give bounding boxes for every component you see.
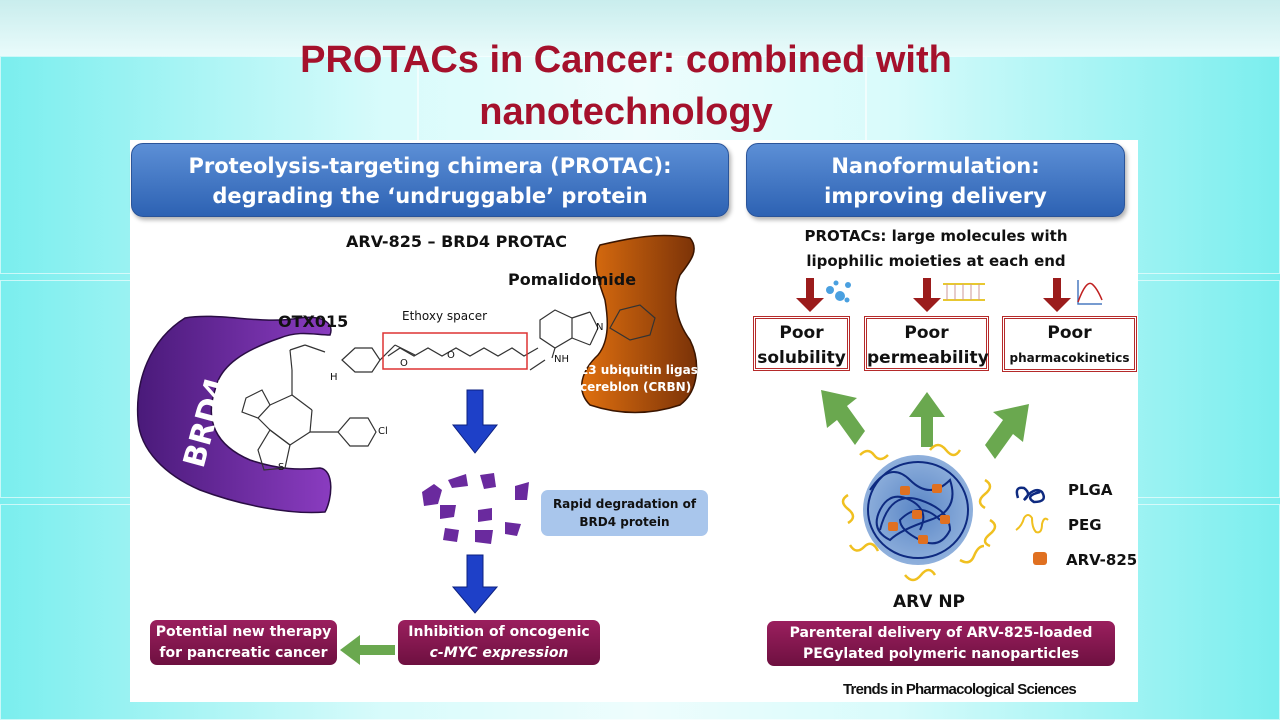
intro-line1: PROTACs: large molecules with xyxy=(804,227,1068,245)
left-header-line2: degrading the ‘undruggable’ protein xyxy=(212,184,648,208)
atom-o: O xyxy=(447,350,455,361)
source-credit: Trends in Pharmacological Sciences xyxy=(843,681,1077,698)
atom-o: O xyxy=(400,358,408,369)
figure xyxy=(130,140,1138,702)
therapy-line2: for pancreatic cancer xyxy=(159,645,328,661)
problem-solubility: Poor solubility xyxy=(753,316,850,371)
inhibition-line2: c-MYC expression xyxy=(429,645,569,661)
otx015-label: OTX015 xyxy=(278,312,349,331)
slide-title-line1: PROTACs in Cancer: combined with xyxy=(300,39,952,81)
pharmacokinetic-curve-icon xyxy=(1077,280,1103,305)
problem-line1: Poor xyxy=(779,323,824,343)
atom-nh: NH xyxy=(554,354,569,365)
inhibition-box: Inhibition of oncogenic c-MYC expression xyxy=(398,620,600,665)
slide-title-line2: nanotechnology xyxy=(479,91,773,133)
degradation-line2: BRD4 protein xyxy=(579,515,670,529)
arv825-molecule-structure xyxy=(241,304,656,471)
problem-line1: Poor xyxy=(1047,323,1092,343)
crbn-protein-shape xyxy=(581,234,698,414)
nanoparticle-graphic xyxy=(841,443,997,582)
atom-n: N xyxy=(596,322,604,333)
problem-line2: permeability xyxy=(867,348,989,368)
left-header-line1: Proteolysis-targeting chimera (PROTAC): xyxy=(188,154,672,178)
slide-top-band xyxy=(0,0,1280,56)
legend-arv825: ARV-825 xyxy=(1066,551,1138,569)
arv825-legend-icon xyxy=(1033,552,1047,565)
brd4-protein-shape xyxy=(136,315,332,514)
molecule-title: ARV-825 – BRD4 PROTAC xyxy=(346,232,568,251)
delivery-box: Parenteral delivery of ARV-825-loaded PE… xyxy=(767,621,1115,666)
problem-pharmacokinetics: Poor pharmacokinetics xyxy=(1002,316,1137,372)
right-header-line1: Nanoformulation: xyxy=(831,154,1040,178)
down-arrow-icon xyxy=(451,389,499,454)
atom-s: S xyxy=(278,462,285,473)
red-down-arrows xyxy=(796,278,1071,312)
protacs-intro: PROTACs: large molecules with lipophilic… xyxy=(776,224,1096,274)
delivery-line1: Parenteral delivery of ARV-825-loaded xyxy=(789,625,1093,641)
delivery-line2: PEGylated polymeric nanoparticles xyxy=(802,646,1080,662)
green-up-arrows xyxy=(821,390,1029,459)
membrane-icon xyxy=(943,283,985,301)
right-header-line2: improving delivery xyxy=(824,184,1047,208)
problem-line2: pharmacokinetics xyxy=(1009,351,1130,365)
left-header: Proteolysis-targeting chimera (PROTAC): … xyxy=(131,143,729,217)
brd4-fragments xyxy=(422,473,529,544)
plga-legend-icon xyxy=(1015,486,1045,504)
peg-legend-icon xyxy=(1015,514,1049,534)
e3-ligase-label: E3 ubiquitin ligase cereblon (CRBN) xyxy=(580,362,706,396)
legend-plga: PLGA xyxy=(1068,481,1113,499)
inhibition-line1: Inhibition of oncogenic xyxy=(408,624,590,640)
ethoxy-spacer-label: Ethoxy spacer xyxy=(402,309,488,323)
degradation-line1: Rapid degradation of xyxy=(552,497,697,511)
problem-permeability: Poor permeability xyxy=(864,316,989,371)
intro-line2: lipophilic moieties at each end xyxy=(806,252,1066,270)
solubility-bubbles-icon xyxy=(826,280,851,303)
left-arrow-icon xyxy=(340,635,395,665)
e3-line1: E3 ubiquitin ligase xyxy=(580,363,706,377)
arv-np-label: ARV NP xyxy=(893,592,966,612)
therapy-box: Potential new therapy for pancreatic can… xyxy=(150,620,337,665)
therapy-line1: Potential new therapy xyxy=(155,624,332,640)
down-arrow-icon xyxy=(451,554,499,614)
degradation-box: Rapid degradation of BRD4 protein xyxy=(541,490,708,536)
pomalidomide-label: Pomalidomide xyxy=(508,270,637,289)
e3-line2: cereblon (CRBN) xyxy=(580,380,692,394)
atom-h: H xyxy=(330,372,338,383)
legend-peg: PEG xyxy=(1068,516,1102,534)
problem-line2: solubility xyxy=(757,348,846,368)
atom-cl: Cl xyxy=(378,426,388,437)
right-header: Nanoformulation: improving delivery xyxy=(746,143,1125,217)
problem-line1: Poor xyxy=(904,323,949,343)
ethoxy-spacer-highlight xyxy=(382,332,528,370)
